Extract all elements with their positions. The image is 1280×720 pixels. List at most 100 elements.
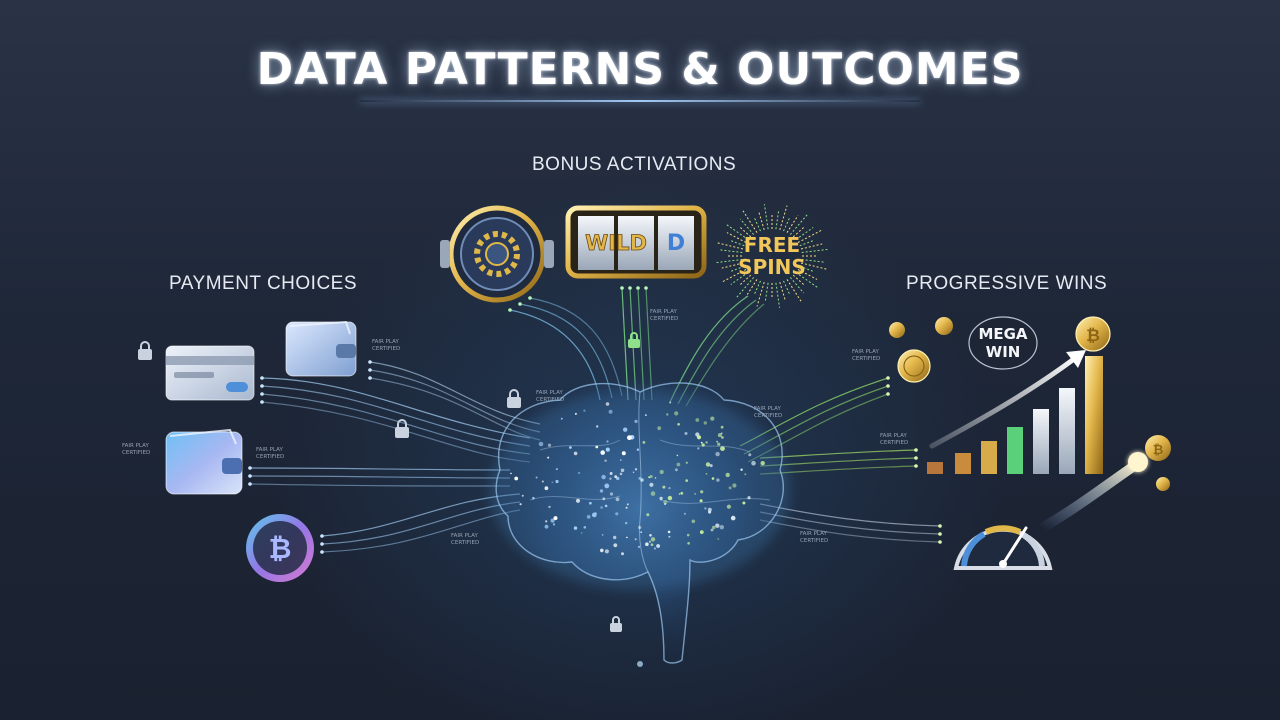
bitcoin-symbol: ₿	[269, 532, 292, 565]
brain-node	[615, 512, 619, 516]
brain-node	[569, 446, 572, 449]
brain-node	[521, 494, 524, 497]
sparkle-ray	[800, 262, 829, 270]
brain-node	[619, 472, 623, 476]
brain-node	[583, 409, 586, 412]
fair-play-label: FAIR PLAY	[451, 533, 478, 539]
brain-node	[675, 468, 678, 472]
brain-node	[548, 505, 551, 509]
brain-node	[715, 451, 720, 457]
free-spins-line2: SPINS	[738, 255, 806, 279]
brain-node	[599, 489, 604, 493]
brain-node	[640, 531, 643, 534]
brain-node	[605, 402, 610, 406]
brain-node	[674, 411, 679, 416]
fair-play-label: CERTIFIED	[451, 540, 479, 546]
sparkle-ray	[739, 218, 755, 235]
padlock-icon	[628, 332, 640, 348]
padlock-icon	[507, 389, 521, 408]
brain-node	[532, 496, 535, 500]
brain-node	[659, 469, 664, 475]
sparkle-ray	[763, 204, 769, 230]
sparkle-ray	[720, 249, 743, 253]
brain-node	[519, 503, 522, 506]
brain-node	[700, 490, 704, 494]
brain-node	[604, 549, 609, 554]
sparkle-ray	[799, 265, 815, 273]
brain-node	[555, 468, 558, 471]
sparkle-ray	[797, 269, 818, 280]
brain-node	[642, 441, 646, 444]
fair-play-label: FAIR PLAY	[536, 390, 563, 396]
sparkle-ray	[789, 214, 808, 235]
brain-node	[712, 525, 716, 530]
sparkle-ray	[779, 205, 788, 231]
brain-node	[686, 533, 690, 537]
padlock-icon	[610, 616, 622, 632]
brain-node	[760, 461, 765, 466]
sparkle-ray	[786, 279, 802, 302]
mega-win-line2: WIN	[986, 343, 1021, 361]
brain-node	[608, 409, 613, 414]
brain-node	[657, 426, 662, 431]
sparkle-ray	[736, 277, 755, 298]
sparkle-ray	[714, 259, 743, 264]
sparkle-ray	[753, 217, 761, 232]
brain-node	[751, 460, 756, 466]
brain-node	[696, 435, 702, 440]
brain-node	[710, 416, 715, 421]
sparkle-ray	[758, 210, 765, 231]
brain-node	[699, 499, 703, 503]
gold-coin-icon: ₿	[1075, 316, 1111, 352]
brain-node	[625, 521, 628, 525]
brain-node	[535, 476, 538, 479]
reel-letter: D	[667, 231, 685, 256]
fair-play-label: FAIR PLAY	[880, 433, 907, 439]
brain-node	[547, 456, 550, 459]
brain-node	[667, 530, 671, 534]
brain-node	[600, 548, 604, 553]
brain-node	[650, 491, 656, 496]
fair-play-label: FAIR PLAY	[122, 443, 149, 449]
sparkle-ray	[739, 226, 752, 238]
brain-node	[600, 450, 605, 455]
sparkle-ray	[721, 269, 747, 283]
brain-node	[650, 537, 656, 542]
brain-node	[634, 468, 638, 471]
sparkle-ray	[792, 226, 805, 238]
brain-node	[719, 525, 724, 530]
brain-node	[638, 476, 642, 480]
brain-node	[716, 440, 718, 443]
brain-node	[649, 482, 654, 487]
brain-node	[720, 446, 725, 451]
brain-node	[604, 504, 608, 508]
brain-node	[544, 486, 549, 491]
sparkle-ray	[753, 280, 761, 295]
brain-node	[578, 472, 581, 474]
sparkle-ray	[783, 280, 791, 295]
brain-node	[591, 512, 597, 518]
brain-node	[620, 459, 622, 461]
sparkle-ray	[779, 281, 786, 302]
padlock-icon	[395, 419, 409, 438]
brain-node	[634, 538, 637, 541]
brain-node	[609, 472, 613, 475]
brain-node	[648, 476, 651, 479]
brain-node	[623, 427, 628, 432]
brain-node	[646, 513, 650, 517]
brain-node	[551, 481, 554, 484]
brain-node	[632, 471, 635, 474]
section-label-payment: PAYMENT CHOICES	[169, 273, 358, 294]
sparkle-ray	[799, 239, 815, 247]
sparkle-ray	[801, 248, 830, 253]
coin-bitcoin-symbol: ₿	[1086, 326, 1100, 346]
sparkle-ray	[725, 223, 749, 241]
brain-node	[620, 468, 625, 473]
brain-node	[721, 436, 724, 439]
brain-node	[595, 445, 599, 449]
brain-node	[645, 542, 649, 546]
padlock-icon	[138, 341, 152, 360]
brain-network-icon	[490, 382, 790, 667]
brain-node	[717, 433, 722, 438]
wallet-icon	[285, 320, 357, 377]
